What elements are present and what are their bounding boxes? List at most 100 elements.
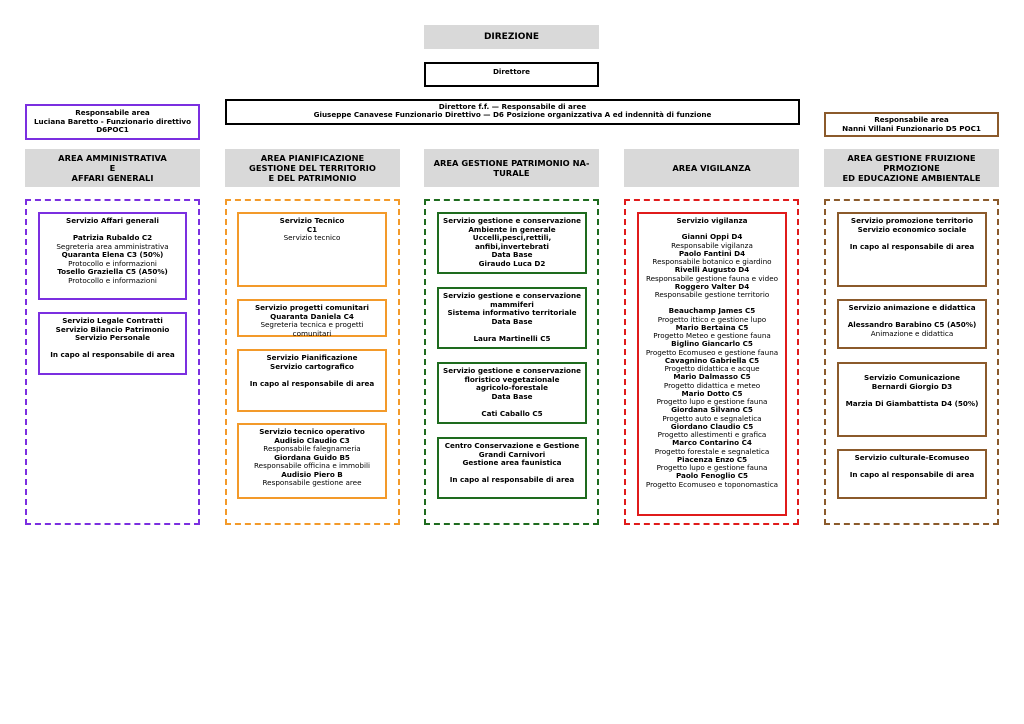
area-container-fruizione	[824, 199, 999, 525]
area-header-line: E DEL PATRIMONIO	[268, 173, 357, 183]
person-role: Protocollo e informazioni	[68, 275, 157, 285]
area-header-line: AREA PIANIFICAZIONE	[260, 153, 365, 163]
servizio-progetti-comunitari: Servizio progetti comunitari Quaranta Da…	[237, 299, 387, 337]
resp-left-line1: Responsabile area	[75, 108, 150, 117]
person-name: C1	[306, 224, 318, 234]
person-name: Roggero Valter D4	[674, 281, 750, 291]
servizio-vigilanza: Servizio vigilanza Gianni Oppi D4 Respon…	[637, 212, 787, 516]
person-role: Progetto Ecomuseo e toponomastica	[645, 479, 779, 489]
person-name: Laura Martinelli C5	[473, 333, 551, 343]
person-name: Piacenza Enzo C5	[676, 454, 748, 464]
direttore-ff-line1: Direttore f.f. — Responsabile di aree	[438, 102, 587, 111]
centro-grandi-carnivori: Centro Conservazione e Gestione Grandi C…	[437, 437, 587, 499]
service-title: Servizio Legale Contratti	[62, 316, 163, 325]
area-header-line: ED EDUCAZIONE AMBIENTALE	[842, 173, 981, 183]
person-name: Mario Bertaina C5	[675, 322, 749, 332]
service-note: In capo al responsabile di area	[849, 470, 975, 479]
service-title: Ambiente in generale	[468, 224, 556, 234]
direzione-header: DIREZIONE	[424, 25, 599, 49]
service-note: In capo al responsabile di area	[50, 350, 175, 359]
person-name: Giordana Silvano C5	[671, 405, 753, 415]
area-header-line: E	[109, 163, 116, 173]
area-container-pianificazione	[225, 199, 400, 525]
person-name: Giraudo Luca D2	[478, 258, 546, 268]
person-role: Progetto ittico e gestione lupo	[657, 314, 767, 324]
service-title: Servizio Comunicazione	[864, 373, 960, 382]
direttore-box: Direttore	[424, 62, 599, 87]
person-role: Segreteria area amministrativa	[56, 241, 169, 251]
person-name: Biglino Giancarlo C5	[671, 339, 753, 349]
service-note: In capo al responsabile di area	[249, 378, 375, 388]
person-role: Protocollo e informazioni	[68, 258, 157, 268]
person-name: Cati Caballo C5	[481, 408, 543, 418]
servizio-animazione-didattica: Servizio animazione e didattica Alessand…	[837, 299, 987, 349]
servizio-mammiferi: Servizio gestione e conservazione mammif…	[437, 287, 587, 349]
person-name: Paolo Fantini D4	[678, 248, 746, 258]
responsabile-area-right: Responsabile area Nanni Villani Funziona…	[824, 112, 999, 137]
area-header-line: AREA AMMINISTRATIVA	[58, 153, 167, 163]
person-name: Quaranta Elena C3 (50%)	[61, 250, 164, 259]
resp-right-line1: Responsabile area	[874, 115, 949, 124]
person-name: Rivelli Augusto D4	[674, 265, 750, 275]
area-header-patrimonio: AREA GESTIONE PATRIMONIO NA-TURALE	[424, 149, 599, 187]
servizio-ambiente-generale: Servizio gestione e conservazione Ambien…	[437, 212, 587, 274]
person-name: Mario Dalmasso C5	[673, 372, 751, 382]
person-role: Responsabile officina e immobili	[254, 461, 370, 470]
person-role: Progetto forestale e segnaletica	[654, 446, 770, 456]
service-title: floristico vegetazionale	[464, 374, 560, 384]
person-name: Paolo Fenoglio C5	[675, 471, 749, 481]
person-role: Progetto allestimenti e grafica	[657, 430, 767, 439]
person-name: Audisio Claudio C3	[274, 435, 350, 445]
resp-left-line2: Luciana Baretto - Funzionario direttivo	[33, 116, 192, 126]
service-title: Centro Conservazione e Gestione	[444, 441, 580, 450]
person-name: Beauchamp James C5	[668, 306, 756, 316]
service-title: Servizio Tecnico	[279, 216, 345, 225]
person-name: Giordano Claudio C5	[670, 421, 754, 431]
service-title: agricolo-forestale	[476, 383, 548, 392]
servizio-promozione-territorio: Servizio promozione territorio Servizio …	[837, 212, 987, 287]
service-title: mammiferi	[490, 299, 534, 309]
servizio-legale-contratti: Servizio Legale Contratti Servizio Bilan…	[38, 312, 187, 375]
servizio-tecnico: Servizio Tecnico C1 Servizio tecnico	[237, 212, 387, 287]
service-title: Sistema informativo territoriale	[447, 308, 577, 317]
service-title: Servizio promozione territorio	[850, 216, 974, 225]
service-title: Servizio gestione e conservazione	[443, 291, 581, 300]
service-title: Grandi Carnivori	[478, 449, 546, 459]
person-name: Alessandro Barabino C5 (A50%)	[847, 320, 977, 329]
area-header-line: AREA VIGILANZA	[672, 163, 751, 173]
person-name: Gianni Oppi D4	[681, 232, 743, 242]
person-role: Progetto auto e segnaletica	[662, 413, 762, 423]
servizio-pianificazione: Servizio Pianificazione Servizio cartogr…	[237, 349, 387, 412]
area-header-line: GESTIONE DEL TERRITORIO	[249, 163, 376, 173]
person-role: Progetto lupo e gestione fauna	[656, 397, 768, 406]
service-note: In capo al responsabile di area	[849, 241, 975, 251]
person-name: Mario Dotto C5	[681, 388, 743, 398]
person-role: Progetto lupo e gestione fauna	[656, 463, 768, 472]
area-container-patrimonio	[424, 199, 599, 525]
area-container-amministrativa	[25, 199, 200, 525]
service-title: Servizio Pianificazione	[266, 353, 358, 362]
service-title: Data Base	[491, 391, 533, 401]
person-role: Progetto Ecomuseo e gestione fauna	[645, 347, 779, 357]
person-role: Progetto Meteo e gestione fauna	[653, 331, 771, 340]
person-role: Animazione e didattica	[870, 328, 954, 338]
area-header-line: AFFARI GENERALI	[71, 173, 154, 183]
servizio-affari-generali: Servizio Affari generali Patrizia Rubald…	[38, 212, 187, 300]
service-title: Servizio culturale-Ecomuseo	[854, 453, 970, 462]
service-title: Data Base	[491, 316, 533, 326]
person-name: Audisio Piero B	[281, 469, 343, 479]
person-name: Quaranta Daniela C4	[270, 311, 354, 321]
service-title: Servizio Bilancio Patrimonio	[55, 324, 170, 334]
area-container-vigilanza	[624, 199, 799, 525]
service-title: Gestione area faunistica	[462, 458, 562, 467]
person-role: Responsabile botanico e giardino	[652, 257, 772, 266]
person-role: Responsabile gestione fauna e video	[645, 273, 779, 283]
person-name: Patrizia Rubaldo C2	[72, 233, 153, 242]
service-note: In capo al responsabile di area	[449, 475, 575, 484]
person-name: Giordana Guido B5	[274, 452, 350, 462]
service-title: Servizio tecnico operativo	[259, 427, 365, 436]
area-header-vigilanza: AREA VIGILANZA	[624, 149, 799, 187]
